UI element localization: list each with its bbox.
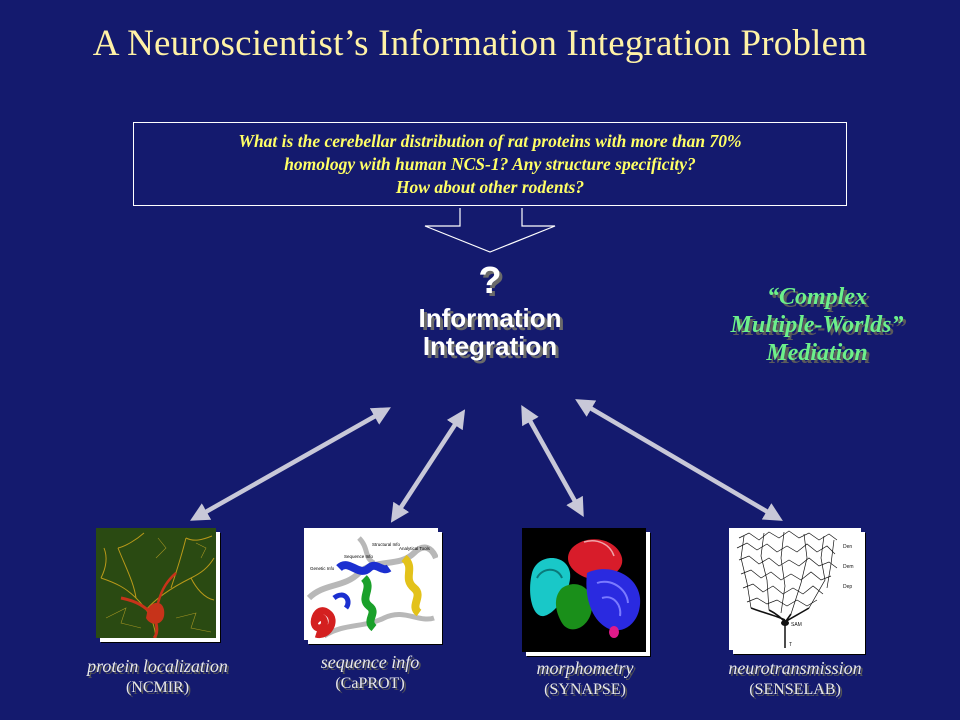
neuron-drawing-image: Den Dem Dep SAM T [729,528,861,650]
source-name: neurotransmission [728,658,862,678]
green-helix [360,575,377,632]
reconstruction-art [522,528,646,652]
red-region [567,539,623,580]
slide-title: A Neuroscientist’s Information Integrati… [92,23,868,64]
source-name: protein localization [87,656,228,676]
information-integration-hub: ? Information Integration [380,258,600,360]
source-label-morphometry: morphometry (SYNAPSE) [500,657,670,701]
layer-label-sam: SAM [791,622,802,628]
query-line-1: What is the cerebellar distribution of r… [238,130,742,151]
arrow-neurotransmission [575,399,783,521]
magenta-blob [609,626,619,638]
mediation-line-2: Multiple-Worlds” [730,312,904,338]
layer-label-dem: Dem [843,564,854,570]
source-label-protein-localization: protein localization (NCMIR) [50,655,265,699]
blue-strand [336,561,392,575]
source-label-neurotransmission: neurotransmission (SENSELAB) [700,657,890,701]
3d-reconstruction-image [522,528,646,652]
layer-label-t: T [789,642,792,648]
hub-line-1: Information [418,303,562,333]
ribbon-label-genetic: Genetic Info [310,566,335,571]
source-origin: (CaPROT) [335,675,405,692]
source-label-sequence-info: sequence info (CaPROT) [285,651,455,695]
arrow-morphometry [521,405,584,517]
mediation-line-1: “Complex [767,284,867,310]
mediation-line-3: Mediation [766,340,868,366]
yellow-helix [401,554,422,617]
source-name: morphometry [536,658,634,678]
source-name: sequence info [320,652,420,672]
red-helix [310,607,336,639]
mediation-caption: “Complex Multiple-Worlds” Mediation [672,283,960,367]
query-down-arrow [424,208,556,253]
neuron-drawing-art: Den Dem Dep SAM T [729,528,861,650]
query-line-2: homology with human NCS-1? Any structure… [284,153,696,174]
ribbon-label-sequence: Sequence Info [344,554,374,559]
ribbon-label-analytical: Analytical Tools [399,546,431,551]
arrow-sequence-info [390,409,466,523]
query-line-3: How about other rodents? [395,176,585,197]
source-origin: (NCMIR) [125,679,190,696]
hub-line-2: Integration [422,331,558,361]
layer-label-den: Den [843,544,852,550]
source-origin: (SYNAPSE) [544,681,626,698]
green-region [555,584,593,630]
question-mark: ? [478,260,502,302]
neuron-fluorescence-image [96,528,216,638]
neuron-fluorescence-art [96,528,216,638]
protein-ribbon-art: Structural Info Sequence Info Genetic In… [304,528,438,640]
query-box: What is the cerebellar distribution of r… [133,122,847,206]
ribbon-label-structural: Structural Info [372,542,401,547]
arrow-protein-localization [190,407,391,521]
protein-ribbon-structure-image: Structural Info Sequence Info Genetic In… [304,528,438,640]
neuron-body [146,602,165,624]
layer-label-dep: Dep [843,584,852,590]
source-origin: (SENSELAB) [749,681,841,698]
